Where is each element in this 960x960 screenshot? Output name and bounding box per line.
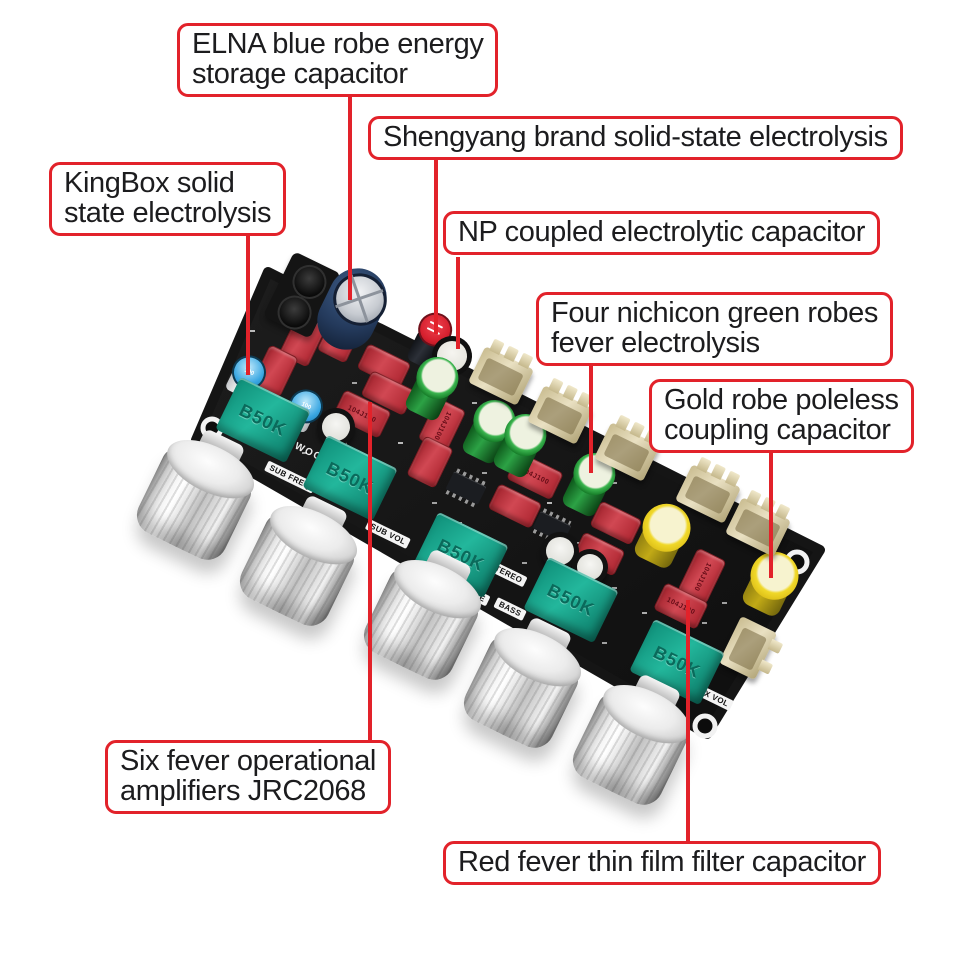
leader-line-kingbox	[246, 229, 250, 375]
leader-line-elna	[348, 85, 352, 300]
callout-gold: Gold robe poleless coupling capacitor	[649, 379, 914, 453]
callout-shengyang: Shengyang brand solid-state electrolysis	[368, 116, 903, 160]
callout-opamp: Six fever operational amplifiers JRC2068	[105, 740, 391, 814]
leader-line-film	[686, 600, 690, 843]
leader-line-np	[456, 257, 460, 349]
leader-line-opamp	[368, 402, 372, 742]
callout-np: NP coupled electrolytic capacitor	[443, 211, 880, 255]
leader-line-gold	[769, 445, 773, 578]
leader-line-nichicon	[589, 353, 593, 473]
callout-film: Red fever thin film filter capacitor	[443, 841, 881, 885]
callout-nichicon: Four nichicon green robes fever electrol…	[536, 292, 893, 366]
callout-elna: ELNA blue robe energy storage capacitor	[177, 23, 499, 97]
callout-kingbox: KingBox solid state electrolysis	[49, 162, 287, 236]
silkscreen-specks	[0, 0, 5, 2]
leader-line-shengyang	[434, 152, 438, 334]
